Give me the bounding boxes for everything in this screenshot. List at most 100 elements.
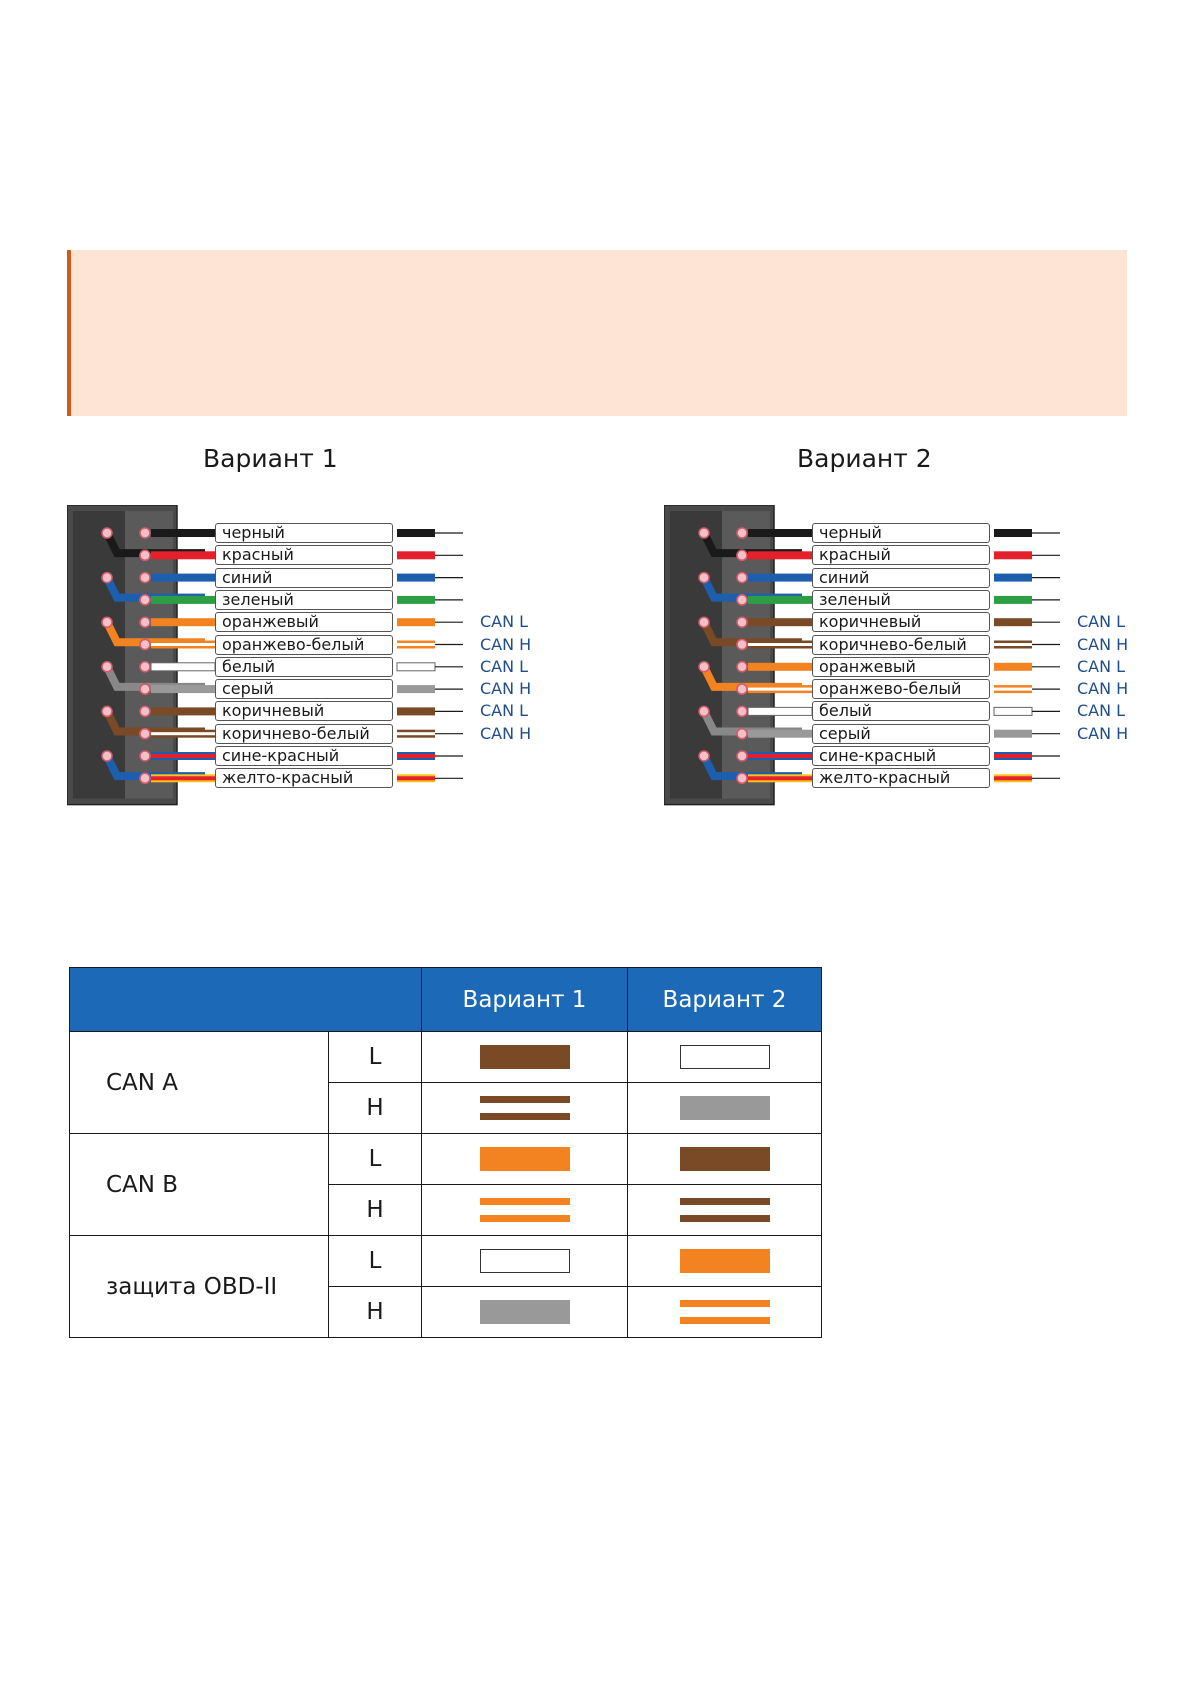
wire-row: черный xyxy=(664,523,1164,545)
wire-row: зеленый xyxy=(67,589,567,612)
can-tag: CAN H xyxy=(480,679,532,699)
note-box xyxy=(67,250,1127,416)
wire-label: черный xyxy=(215,523,393,543)
pin-dot xyxy=(736,772,748,785)
wire-swatch xyxy=(479,1096,570,1120)
wire-label: синий xyxy=(215,567,393,588)
pin-dot xyxy=(736,705,748,718)
variant-2-swatch-cell xyxy=(627,1184,822,1236)
wire-row: сине-красный xyxy=(67,746,567,768)
table-header-variant-2: Вариант 2 xyxy=(627,967,822,1032)
pin-dot xyxy=(139,683,151,695)
variant-1-swatch-cell xyxy=(421,1082,628,1134)
wire-row: сине-красный xyxy=(664,746,1164,768)
wire-label: желто-красный xyxy=(215,768,393,789)
wire-swatch xyxy=(479,1300,570,1324)
wire-row: красный xyxy=(664,545,1164,567)
wire-row: красный xyxy=(67,545,567,567)
wire-row: оранжевый CAN L xyxy=(67,612,567,634)
pin-dot xyxy=(101,750,113,762)
variant-2-swatch-cell xyxy=(627,1082,822,1134)
wire-row: коричневый CAN L xyxy=(67,701,567,723)
wire-row: синий xyxy=(664,567,1164,590)
wire-label: оранжевый xyxy=(812,656,990,677)
wire-row: коричневый CAN L xyxy=(664,612,1164,634)
wire-row: желто-красный xyxy=(67,768,567,790)
pin-dot xyxy=(139,616,151,628)
wire-label: серый xyxy=(215,679,393,700)
wire-row: белый CAN L xyxy=(664,701,1164,723)
wire-swatch xyxy=(479,1198,570,1222)
wire-label: оранжево-белый xyxy=(812,679,990,700)
wire-swatch xyxy=(479,1147,570,1171)
can-tag: CAN L xyxy=(1077,701,1126,721)
wire-row: черный xyxy=(67,523,567,545)
wire-swatch xyxy=(479,1045,570,1069)
wire-label: коричнево-белый xyxy=(812,634,990,655)
group-name: CAN B xyxy=(69,1133,329,1236)
variant-1-title: Вариант 1 xyxy=(203,444,338,473)
variant-2-swatch-cell xyxy=(627,1133,822,1185)
can-tag: CAN L xyxy=(480,701,529,721)
pin-dot xyxy=(736,616,748,628)
variant-1-swatch-cell xyxy=(421,1133,628,1185)
variant-1-swatch-cell xyxy=(421,1286,628,1338)
pin-dot xyxy=(101,616,113,628)
pin-dot xyxy=(101,571,113,584)
wire-label: сине-красный xyxy=(812,746,990,766)
line-type: H xyxy=(328,1082,422,1134)
pin-dot xyxy=(698,616,710,628)
pin-dot xyxy=(698,705,710,718)
can-tag: CAN L xyxy=(480,612,529,632)
pin-dot xyxy=(698,571,710,584)
can-tag: CAN H xyxy=(1077,723,1129,743)
can-tag: CAN H xyxy=(480,723,532,743)
table-row: H xyxy=(70,1082,822,1134)
pin-dot xyxy=(139,727,151,740)
wire-label: белый xyxy=(812,701,990,722)
table-header-empty xyxy=(69,967,422,1032)
variant-1-swatch-cell xyxy=(421,1184,628,1236)
can-tag: CAN L xyxy=(1077,612,1126,632)
wire-label: оранжевый xyxy=(215,612,393,633)
wire-label: красный xyxy=(812,545,990,566)
wire-row: серый CAN H xyxy=(67,679,567,701)
group-name: защита OBD-II xyxy=(69,1235,329,1338)
pin-dot xyxy=(139,594,151,606)
wire-row: желто-красный xyxy=(664,768,1164,790)
can-tag: CAN H xyxy=(1077,634,1129,654)
wire-label: желто-красный xyxy=(812,768,990,789)
wire-swatch xyxy=(679,1300,770,1324)
wire-row: коричнево-белый CAN H xyxy=(664,634,1164,657)
pin-dot xyxy=(736,727,748,740)
pin-dot xyxy=(736,661,748,673)
wire-label: серый xyxy=(812,723,990,744)
pin-dot xyxy=(698,750,710,762)
connector-graphic xyxy=(664,505,1060,806)
wire-swatch xyxy=(679,1198,770,1222)
wire-label: коричневый xyxy=(812,612,990,633)
variant-1-swatch-cell xyxy=(421,1235,628,1287)
variant-2-swatch-cell xyxy=(627,1286,822,1338)
pin-dot xyxy=(101,661,113,673)
wire-row: зеленый xyxy=(664,589,1164,612)
variant-1-swatch-cell xyxy=(421,1031,628,1083)
line-type: H xyxy=(328,1286,422,1338)
wire-row: синий xyxy=(67,567,567,590)
wire-label: коричневый xyxy=(215,701,393,722)
wire-swatch xyxy=(679,1147,770,1171)
table-header-row: Вариант 1 Вариант 2 xyxy=(69,967,822,1032)
pin-dot xyxy=(736,594,748,606)
line-type: L xyxy=(328,1235,422,1287)
group-name: CAN A xyxy=(69,1031,329,1134)
pin-dot xyxy=(698,661,710,673)
wire-row: серый CAN H xyxy=(664,723,1164,746)
